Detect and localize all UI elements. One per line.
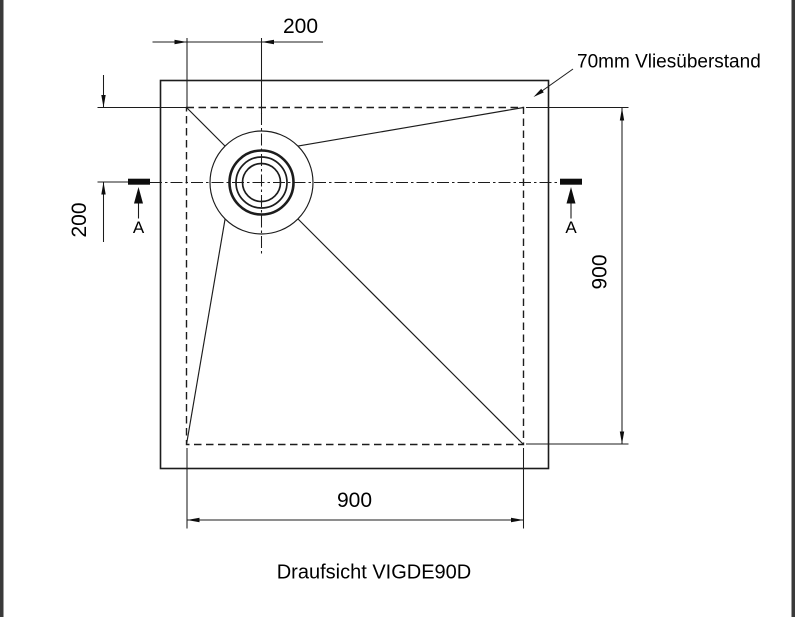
- section-label-left: A: [133, 218, 145, 237]
- dimension-left-200: 200: [68, 75, 187, 242]
- dim-arrow-bottom: [101, 182, 106, 195]
- dim-arrow-left: [174, 39, 187, 45]
- dimension-bottom-900: 900: [186, 448, 525, 529]
- drain-flange-circle: [209, 130, 314, 235]
- dim-arrow-left: [187, 517, 200, 523]
- dim-value-top: 200: [283, 15, 318, 38]
- slope-fold-lines: [185, 106, 524, 445]
- fold-line-bottom-right: [297, 218, 524, 445]
- section-arrow: [566, 187, 576, 204]
- section-arrow: [134, 187, 143, 204]
- fold-line-top-left: [186, 107, 226, 147]
- leader-arrowhead: [533, 88, 544, 97]
- outer-tray-outline: [159, 79, 550, 470]
- dimension-top-200: 200: [152, 15, 323, 114]
- dimension-right-900: 900: [526, 106, 629, 445]
- dim-arrow-right: [511, 517, 524, 523]
- section-label-right: A: [565, 218, 577, 237]
- leader-line: [536, 68, 574, 95]
- drawing-title: Draufsicht VIGDE90D: [277, 562, 472, 584]
- dim-value-left: 200: [68, 202, 91, 237]
- right-page-edge-bar: [791, 0, 795, 617]
- section-cut-bar: [560, 178, 582, 185]
- dim-arrow-top: [619, 108, 625, 121]
- left-page-edge-bar: [0, 0, 4, 617]
- dim-value-bottom: 900: [337, 489, 372, 512]
- fold-line-top-right: [297, 106, 524, 147]
- fold-line-bottom-left: [185, 218, 226, 445]
- drain-center-lines: [150, 113, 558, 256]
- section-marker-right: A: [560, 178, 582, 237]
- dim-arrow-top: [101, 95, 106, 108]
- dim-arrow-right: [261, 39, 274, 45]
- dim-arrow-bottom: [619, 431, 625, 444]
- section-cut-bar: [128, 178, 150, 185]
- annotation-label: 70mm Vliesüberstand: [577, 52, 761, 73]
- section-marker-left: A: [128, 178, 150, 237]
- dim-value-right: 900: [589, 254, 612, 289]
- inner-dashed-outline: [185, 106, 525, 446]
- fleece-overhang-annotation: 70mm Vliesüberstand: [533, 52, 761, 97]
